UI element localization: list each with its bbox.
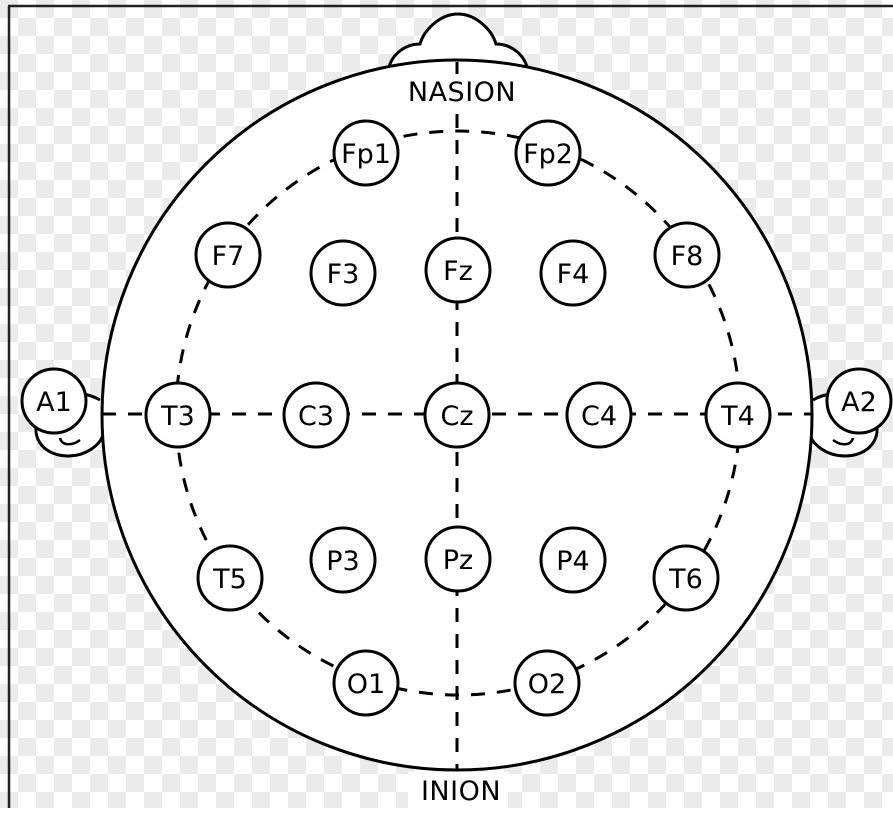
- electrode-c3: C3: [284, 383, 348, 447]
- electrode-c4-label: C4: [581, 401, 617, 432]
- electrode-fz-label: Fz: [443, 256, 473, 287]
- electrode-fp2-label: Fp2: [523, 139, 573, 170]
- electrode-t5-label: T5: [212, 564, 247, 595]
- electrode-f7: F7: [196, 223, 260, 287]
- electrode-p4: P4: [541, 528, 605, 592]
- electrode-t4-label: T4: [720, 401, 755, 432]
- electrode-o2: O2: [515, 651, 579, 715]
- electrode-f8-label: F8: [671, 241, 704, 272]
- electrode-f4-label: F4: [557, 259, 590, 290]
- electrode-o1: O1: [334, 651, 398, 715]
- electrode-t5: T5: [198, 546, 262, 610]
- electrode-a1: A1: [22, 369, 86, 433]
- electrode-f4: F4: [541, 241, 605, 305]
- electrode-f3: F3: [311, 241, 375, 305]
- electrode-a2-label: A2: [841, 387, 877, 418]
- electrode-c3-label: C3: [298, 401, 334, 432]
- electrode-f7-label: F7: [212, 241, 245, 272]
- electrode-pz-label: Pz: [443, 545, 473, 576]
- electrode-o1-label: O1: [347, 669, 385, 700]
- electrode-fp1-label: Fp1: [341, 139, 391, 170]
- electrode-t4: T4: [706, 383, 770, 447]
- nasion-label: NASION: [408, 77, 516, 108]
- inion-label: INION: [421, 776, 501, 807]
- electrode-t6: T6: [654, 546, 718, 610]
- electrode-fp2: Fp2: [516, 121, 580, 185]
- electrode-t3: T3: [146, 383, 210, 447]
- electrode-c4: C4: [567, 383, 631, 447]
- electrode-pz: Pz: [426, 527, 490, 591]
- electrode-o2-label: O2: [528, 669, 566, 700]
- electrode-fp1: Fp1: [334, 121, 398, 185]
- electrode-a2: A2: [827, 369, 891, 433]
- electrode-f8: F8: [655, 223, 719, 287]
- electrode-t6-label: T6: [668, 564, 703, 595]
- electrode-a1-label: A1: [36, 387, 72, 418]
- electrode-t3-label: T3: [160, 401, 195, 432]
- electrode-cz-label: Cz: [440, 401, 473, 432]
- electrode-fz: Fz: [426, 238, 490, 302]
- electrode-p3-label: P3: [326, 546, 359, 577]
- electrode-cz: Cz: [425, 383, 489, 447]
- electrode-f3-label: F3: [327, 259, 360, 290]
- electrode-p3: P3: [311, 528, 375, 592]
- electrode-p4-label: P4: [556, 546, 589, 577]
